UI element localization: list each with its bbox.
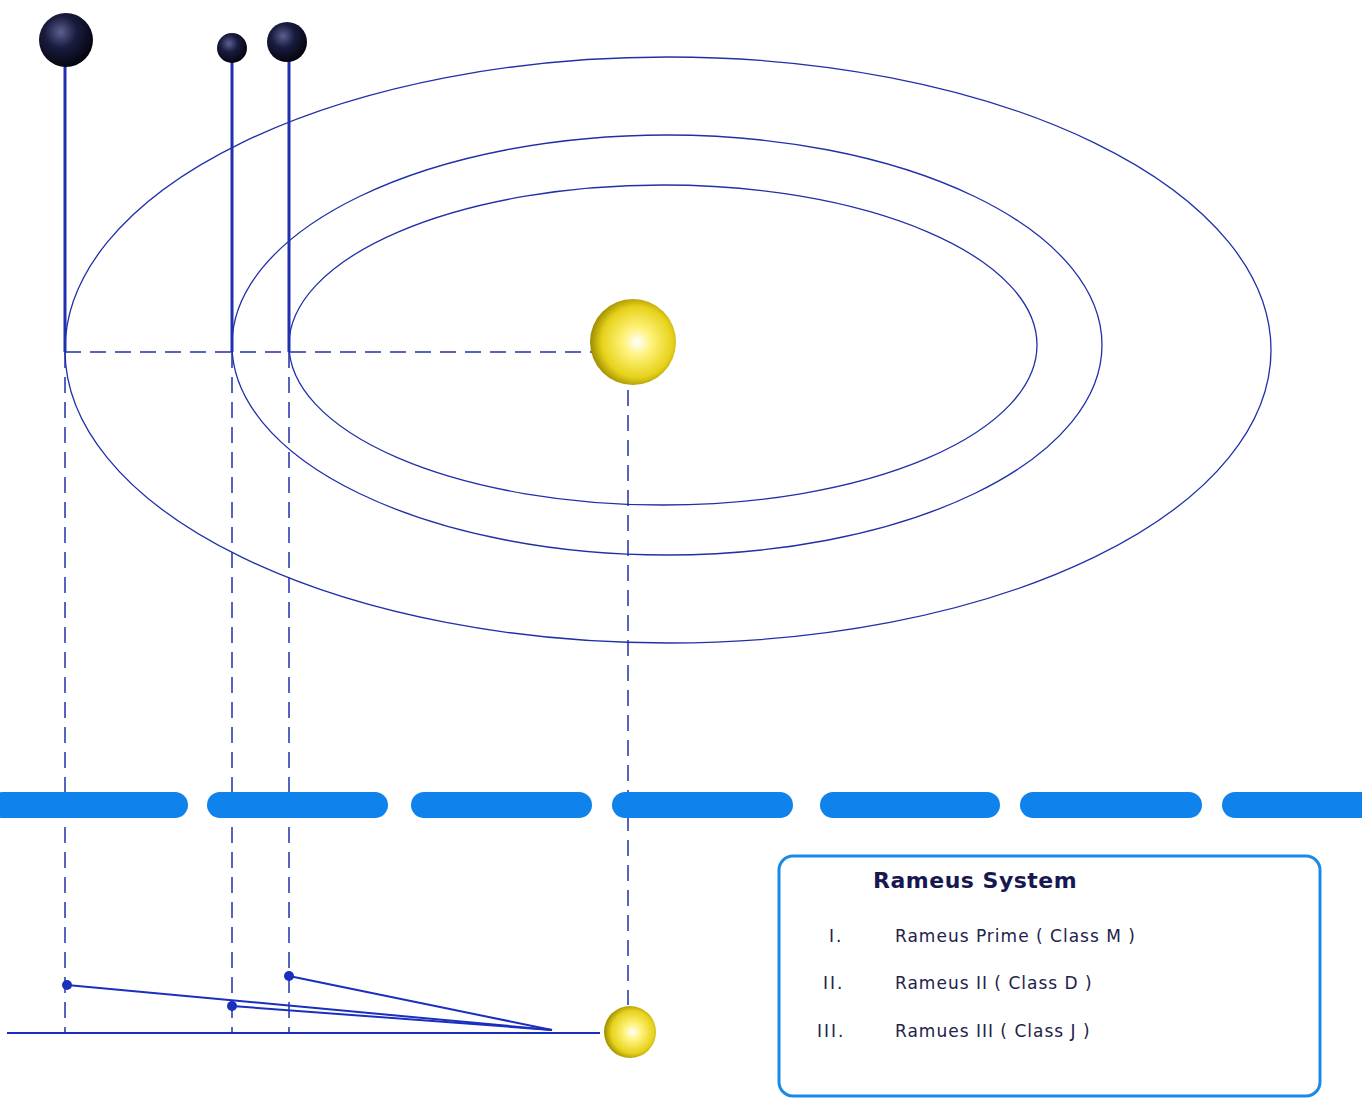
list-numeral: II.: [823, 973, 844, 993]
planet-entry: Rameus II ( Class D ): [895, 973, 1093, 993]
planet-dot: [227, 1001, 237, 1011]
sun-side-view: [604, 1006, 656, 1058]
legend-title: Rameus System: [873, 868, 1077, 893]
planet-ball: [217, 33, 247, 63]
inclination-line: [232, 1006, 552, 1030]
planet-ball: [39, 13, 93, 67]
sun: [590, 299, 676, 385]
band-segment: [411, 792, 592, 818]
legend-box: Rameus SystemI. Rameus Prime ( Class M ) I…: [779, 856, 1320, 1096]
projection-line: [627, 390, 629, 1005]
list-numeral: III.: [817, 1021, 845, 1041]
plane-dashed-line: [65, 351, 592, 353]
band-segment: [1020, 792, 1202, 818]
planet-entry: Rameus Prime ( Class M ): [895, 926, 1136, 946]
band-segment: [0, 792, 188, 818]
planet-dot: [62, 980, 72, 990]
planet-stick: [288, 55, 291, 352]
band-segment: [1222, 792, 1362, 818]
side-view-baseline: [7, 1032, 600, 1034]
planet-dot: [284, 971, 294, 981]
band-segment: [820, 792, 1000, 818]
inner-orbit: [289, 185, 1037, 505]
inclination-line: [289, 976, 552, 1030]
list-numeral: I.: [829, 926, 843, 946]
legend-frame: [779, 856, 1320, 1096]
ecliptic-band: [0, 792, 1362, 818]
band-segment: [612, 792, 793, 818]
planet-stick: [64, 55, 67, 352]
planet-entry: Ramues III ( Class J ): [895, 1021, 1091, 1041]
band-segment: [207, 792, 388, 818]
inclination-line: [67, 985, 552, 1030]
projection-line: [231, 352, 233, 1033]
projection-line: [288, 352, 290, 1033]
middle-orbit: [232, 135, 1102, 555]
projection-line: [64, 352, 66, 1033]
planet-stick: [231, 55, 234, 352]
planet-ball: [267, 22, 307, 62]
outer-orbit: [65, 57, 1271, 643]
